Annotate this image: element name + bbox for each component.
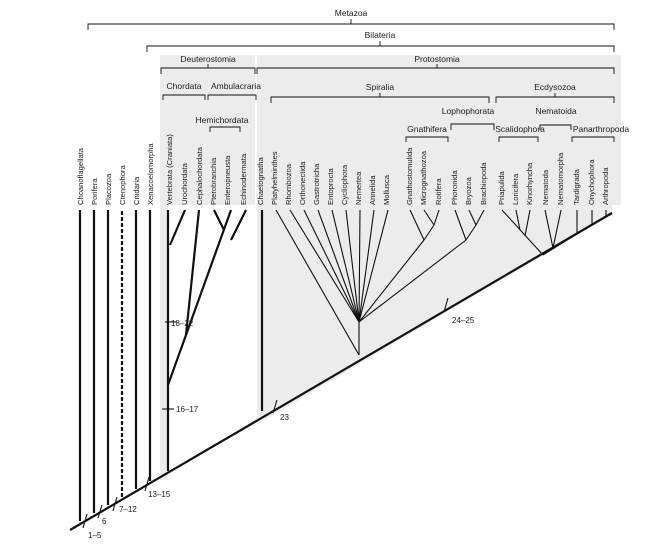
- bracket-gnathifera: Gnathifera: [405, 124, 449, 142]
- bracket-bilateria: Bilateria: [146, 30, 615, 52]
- taxon-rhombozoa: Rhombozoa: [284, 163, 293, 205]
- taxon-phoronida: Phoronida: [450, 170, 459, 205]
- branch-pterobranchia: [213, 209, 225, 231]
- bracket-metazoa: Metazoa: [87, 8, 615, 30]
- char-6: 6: [102, 517, 107, 526]
- basal-branches: [78, 210, 152, 521]
- taxon-bryozoa: Bryozoa: [464, 176, 473, 205]
- bracket-deuterostomia: Deuterostomia: [160, 54, 256, 74]
- taxon-placozoa: Placozoa: [104, 173, 113, 205]
- branch-echinodermata: [230, 209, 247, 241]
- taxon-arthropoda: Arthropoda: [601, 167, 610, 205]
- char-16-17: 16–17: [176, 405, 199, 414]
- ambulacraria-label: Ambulacraria: [211, 81, 261, 91]
- bracket-hemichordata: Hemichordata: [196, 115, 249, 132]
- char-23: 23: [280, 413, 289, 422]
- taxon-brachiopoda: Brachiopoda: [479, 162, 488, 205]
- chordate-stem-shade: [160, 200, 168, 480]
- taxon-porifera: Porifera: [90, 178, 99, 205]
- taxon-tardigrada: Tardigrada: [572, 168, 581, 205]
- taxon-annelida: Annelida: [368, 175, 377, 205]
- deuterostome-branches: [166, 209, 247, 471]
- taxon-choanoflagellata: Choanoflagellata: [76, 147, 85, 205]
- nematoida-label: Nematoida: [535, 106, 576, 116]
- bracket-ecdysozoa: Ecdysozoa: [495, 82, 615, 103]
- main-backbone: [69, 212, 613, 531]
- taxon-gnathostomulida: Gnathostomulida: [405, 147, 414, 205]
- taxon-rotifera: Rotifera: [434, 178, 443, 205]
- taxon-gastrotricha: Gastrotricha: [312, 163, 321, 205]
- char-1-5: 1–5: [88, 531, 102, 540]
- lophophorata-label: Lophophorata: [442, 106, 495, 116]
- deuterostomia-label: Deuterostomia: [180, 54, 236, 64]
- metazoa-label: Metazoa: [335, 8, 368, 18]
- panarthropoda-label: Panarthropoda: [573, 124, 630, 134]
- branch-urochordata: [168, 209, 187, 246]
- scalidophora-label: Scalidophora: [495, 124, 545, 134]
- bracket-protostomia: Protostomia: [256, 54, 615, 74]
- protostomia-shade: [257, 55, 621, 205]
- char-7-12: 7–12: [119, 505, 137, 514]
- bracket-spiralia: Spiralia: [270, 82, 490, 103]
- taxon-vertebrata: Vertebrata (Craniata): [165, 134, 174, 205]
- bilateria-label: Bilateria: [365, 30, 396, 40]
- branch-cephalochordata: [184, 209, 201, 336]
- taxon-priapulida: Priapulida: [497, 170, 506, 205]
- chordata-label: Chordata: [167, 81, 202, 91]
- taxon-micrognathozoa: Micrognathozoa: [419, 150, 428, 205]
- taxon-nematomorpha: Nematomorpha: [556, 152, 565, 205]
- char-18-22: 18–22: [171, 319, 194, 328]
- taxon-entoprocta: Entoprocta: [326, 167, 335, 205]
- taxon-onychophora: Onychophora: [587, 159, 596, 205]
- taxon-loricifera: Loricifera: [511, 173, 520, 205]
- taxon-cycliophora: Cycliophora: [340, 164, 349, 205]
- taxon-echinodermata: Echinodermata: [239, 153, 248, 205]
- ecdysozoa-label: Ecdysozoa: [534, 82, 576, 92]
- bracket-nematoida: Nematoida: [535, 106, 577, 130]
- taxon-chaetognatha: Chaetognatha: [256, 157, 265, 205]
- taxon-pterobranchia: Pterobranchia: [209, 157, 218, 205]
- taxon-platyhelminthes: Platyhelminthes: [270, 151, 279, 205]
- bracket-scalidophora: Scalidophora: [495, 124, 545, 142]
- taxon-labels: Choanoflagellata Porifera Placozoa Cteno…: [76, 134, 610, 205]
- branch-lophophorata-node: [454, 209, 467, 241]
- taxon-cephalochordata: Cephalochordata: [195, 146, 204, 205]
- taxon-kinorhyncha: Kinorhyncha: [525, 162, 534, 205]
- taxon-ctenophora: Ctenophora: [118, 165, 127, 205]
- bracket-lophophorata: Lophophorata: [442, 106, 495, 130]
- taxon-nemertea: Nemertea: [354, 171, 363, 205]
- branch-ambulacraria-stem: [166, 209, 233, 386]
- taxon-cnidaria: Cnidaria: [132, 176, 141, 205]
- taxon-xenacoelomorpha: Xenacoelomorpha: [146, 143, 155, 205]
- deuterostomia-shade: [160, 55, 255, 205]
- hemichordata-label: Hemichordata: [196, 115, 249, 125]
- protostomia-label: Protostomia: [414, 54, 460, 64]
- branch-gnathifera-node: [409, 209, 425, 241]
- bracket-panarthropoda: Panarthropoda: [571, 124, 630, 142]
- spiralia-label: Spiralia: [366, 82, 395, 92]
- bracket-chordata: Chordata: [162, 81, 206, 100]
- taxon-nematoda: Nematoda: [541, 169, 550, 205]
- char-13-15: 13–15: [148, 490, 171, 499]
- taxon-orthonectida: Orthonectida: [298, 161, 307, 205]
- spiralia-branches: [260, 209, 485, 411]
- taxon-urochordata: Urochordata: [180, 162, 189, 205]
- protostomia-wedge-shade: [257, 205, 612, 420]
- gnathifera-label: Gnathifera: [407, 124, 447, 134]
- taxon-enteropneusta: Enteropneusta: [223, 155, 232, 205]
- branch-ecdysozoa-stem: [501, 209, 544, 256]
- bracket-ambulacraria: Ambulacraria: [207, 81, 261, 100]
- char-24-25: 24–25: [452, 316, 475, 325]
- ecdysozoa-branches: [501, 209, 607, 256]
- character-markers: 1–5 6 7–12 13–15 16–17 18–22 23 24–25: [82, 297, 475, 540]
- taxon-mollusca: Mollusca: [382, 174, 391, 205]
